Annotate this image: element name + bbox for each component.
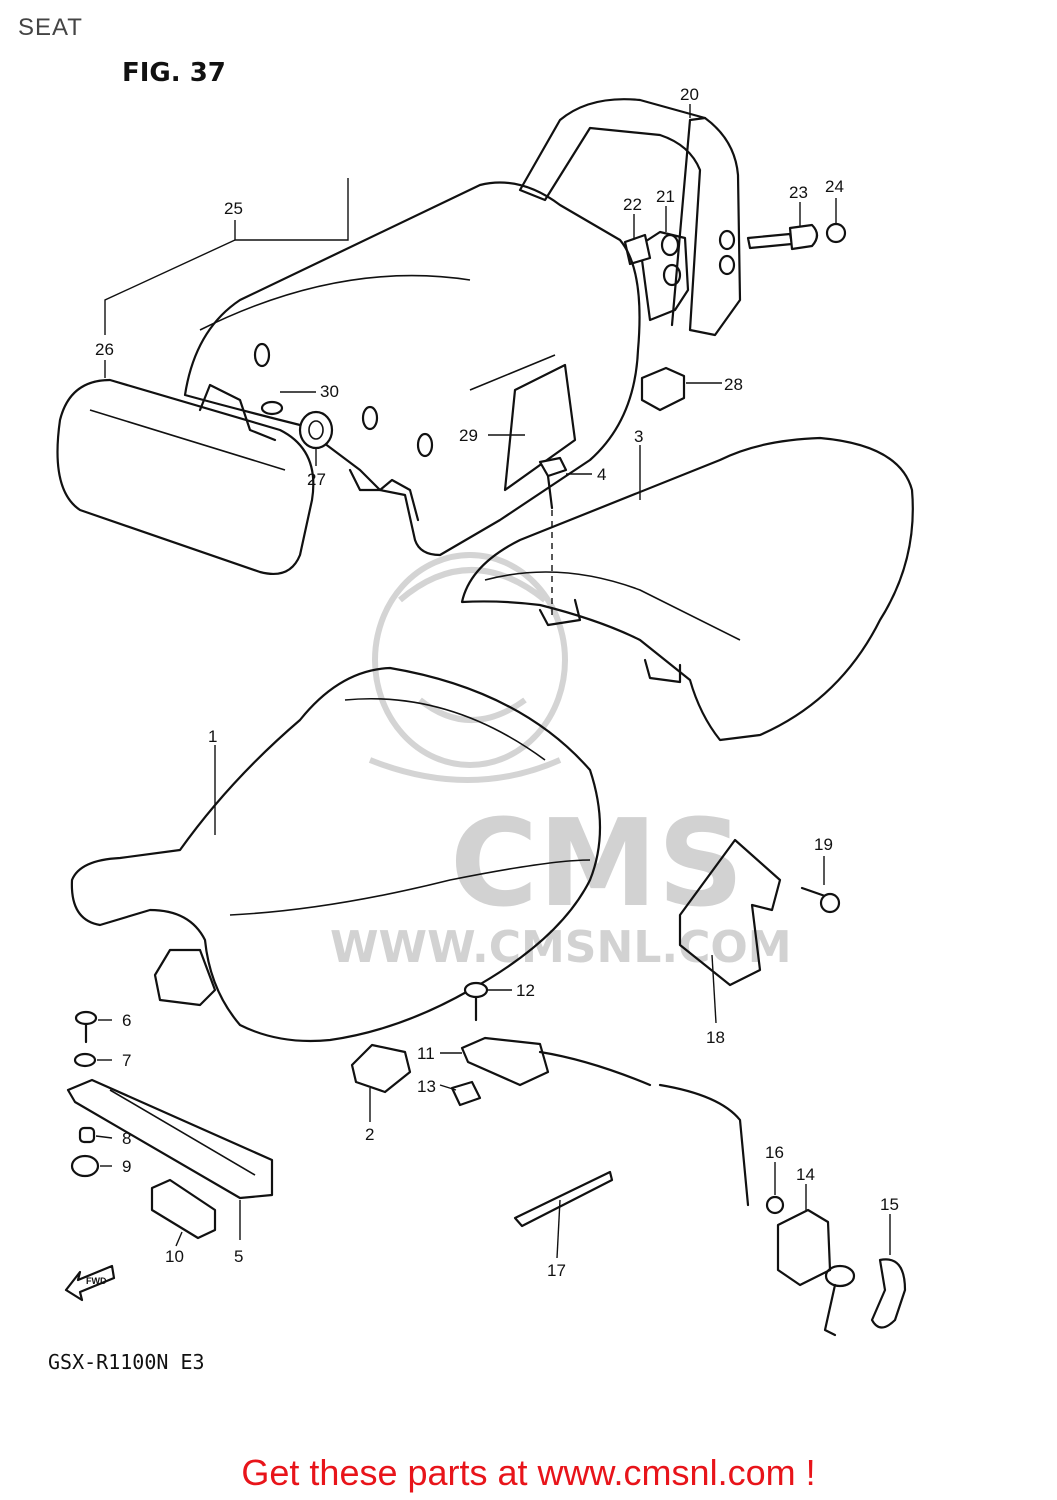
- callout-25: 25: [224, 199, 243, 218]
- hook-part: [350, 1043, 412, 1094]
- fwd-label: FWD: [86, 1276, 107, 1286]
- watermark-brand: CMS: [450, 795, 744, 934]
- model-code: GSX-R1100N E3: [48, 1350, 205, 1374]
- callout-6: 6: [122, 1011, 131, 1030]
- watermark-url: WWW.CMSNL.COM: [330, 922, 792, 973]
- callout-20: 20: [680, 85, 699, 104]
- callout-2: 2: [365, 1125, 374, 1144]
- callout-4: 4: [597, 465, 606, 484]
- bolt-part: [746, 222, 847, 251]
- tail-cowl-part: [183, 181, 641, 557]
- callout-10: 10: [165, 1247, 184, 1266]
- nut-part: [450, 1080, 482, 1107]
- rear-seat-part: [460, 436, 914, 742]
- callout-7: 7: [122, 1051, 131, 1070]
- screw-12-part: [463, 981, 489, 1022]
- callout-23: 23: [789, 183, 808, 202]
- callout-15: 15: [880, 1195, 899, 1214]
- callout-12: 12: [516, 981, 535, 1000]
- callout-16: 16: [765, 1143, 784, 1162]
- callout-labels: 1 2 3 4 5 6 7 8 9 10 11 12 13 14 15 16 1…: [95, 85, 899, 1280]
- callout-3: 3: [634, 427, 643, 446]
- callout-8: 8: [122, 1129, 131, 1148]
- cover-plate-part: [678, 838, 782, 987]
- lock-part: [765, 1195, 856, 1337]
- leader-lines: [95, 104, 891, 1259]
- grab-rail-part: [518, 98, 742, 337]
- callout-28: 28: [724, 375, 743, 394]
- callout-19: 19: [814, 835, 833, 854]
- clip-part: [870, 1258, 907, 1329]
- callout-21: 21: [656, 187, 675, 206]
- callout-26: 26: [95, 340, 114, 359]
- page-title: SEAT: [18, 14, 83, 41]
- callout-11: 11: [417, 1044, 435, 1063]
- screw-part: [538, 456, 568, 510]
- callout-1: 1: [208, 727, 217, 746]
- latch-part: [460, 1036, 750, 1207]
- fasteners-part: [70, 1010, 100, 1178]
- callout-18: 18: [706, 1028, 725, 1047]
- callout-24: 24: [825, 177, 844, 196]
- callout-13: 13: [417, 1077, 436, 1096]
- callout-30: 30: [320, 382, 339, 401]
- bracket-part: [623, 230, 690, 322]
- callout-14: 14: [796, 1165, 815, 1184]
- cushion-part: [640, 366, 686, 412]
- callout-9: 9: [122, 1157, 131, 1176]
- callout-22: 22: [623, 195, 642, 214]
- callout-5: 5: [234, 1247, 243, 1266]
- bolt-19-part: [800, 886, 841, 914]
- figure-label: FIG. 37: [122, 58, 226, 88]
- pad-part: [56, 378, 315, 576]
- callout-17: 17: [547, 1261, 566, 1280]
- cable-tie-part: [513, 1170, 614, 1228]
- bar-part: [66, 1078, 274, 1200]
- callout-27: 27: [307, 470, 326, 489]
- watermark: CMS WWW.CMSNL.COM: [330, 552, 792, 973]
- footer-link[interactable]: Get these parts at www.cmsnl.com !: [241, 1452, 816, 1493]
- front-seat-part: [70, 666, 602, 1043]
- fwd-arrow-icon: FWD: [64, 1264, 116, 1302]
- block-part: [150, 1178, 217, 1240]
- side-panel-part: [503, 363, 577, 492]
- callout-29: 29: [459, 426, 478, 445]
